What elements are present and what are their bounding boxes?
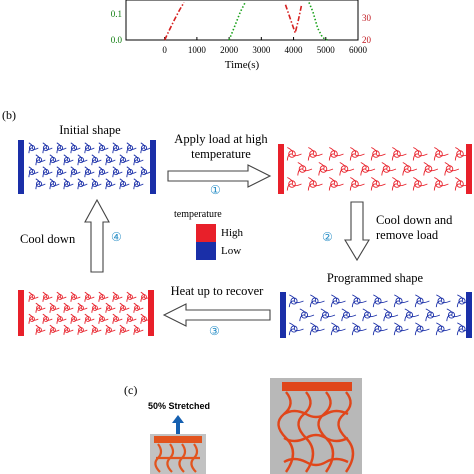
unit-cells [286,147,470,191]
legend-low-swatch [196,242,216,260]
y-right-tick-30: 30 [362,13,372,23]
step-number-1: ① [210,183,221,197]
x-tick-label: 0 [162,45,167,55]
x-tick-label: 6000 [349,45,368,55]
series-line-0 [163,1,185,41]
unit-cells [288,294,472,336]
series-line-1 [228,2,246,41]
y-left-tick-0.0: 0.0 [111,35,123,45]
initial-shape-structure [18,140,156,194]
stretch-arrow-icon [172,415,184,435]
step-number-2: ② [322,230,333,244]
y-left-tick-0.1: 0.1 [111,9,122,19]
arrow-down-step2 [344,201,370,262]
programmed-shape-label: Programmed shape [326,271,424,285]
unit-cells [28,291,151,335]
chart-frame [125,0,359,41]
panel-b-label: (b) [2,108,16,122]
legend-title: temperature [174,209,222,220]
initial-shape-label: Initial shape [59,123,121,137]
left-clamp-bar [18,140,24,194]
y-right-tick-20: 20 [362,35,372,45]
right-clamp-bar [148,290,154,336]
x-tick-label: 2000 [220,45,239,55]
apply-load-line2: temperature [191,147,251,161]
right-clamp-bar [466,144,472,194]
cool-remove-label: Cool down and remove load [376,213,474,243]
full-sample-photo [270,378,362,474]
panel-c-label: (c) [124,383,138,397]
legend-low-label: Low [221,245,242,257]
step-number-4: ④ [111,230,122,244]
legend-high-swatch [196,224,216,242]
legend-high-label: High [221,227,243,239]
x-tick-label: 4000 [285,45,304,55]
cool-remove-line2: remove load [376,228,439,242]
x-tick-label: 5000 [317,45,336,55]
series-line-2 [284,4,303,36]
apply-load-line1: Apply load at high [174,132,268,146]
arrow-right-step1 [167,164,272,188]
x-axis-label: Time(s) [225,59,260,71]
x-tick-label: 1000 [188,45,207,55]
right-clamp-bar [466,292,472,338]
heat-up-label: Heat up to recover [170,284,264,298]
left-clamp-bar [278,144,284,194]
stretched-label: 50% Stretched [148,401,211,411]
left-clamp-bar [18,290,24,336]
cool-remove-line1: Cool down and [376,213,453,227]
loaded-shape-structure [278,144,472,194]
arrow-left-step3 [162,303,271,327]
series-line-3 [308,2,328,41]
arrow-up-step4 [84,198,110,273]
recovered-shape-structure [18,290,154,336]
x-tick-label: 3000 [252,45,271,55]
right-clamp-bar [150,140,156,194]
step-number-3: ③ [209,324,220,338]
apply-load-label: Apply load at high temperature [156,132,286,162]
stretched-sample-photo [150,434,206,474]
unit-cells [28,142,151,190]
left-clamp-bar [280,292,286,338]
cool-down-label: Cool down [20,232,76,246]
programmed-shape-structure [280,292,472,338]
